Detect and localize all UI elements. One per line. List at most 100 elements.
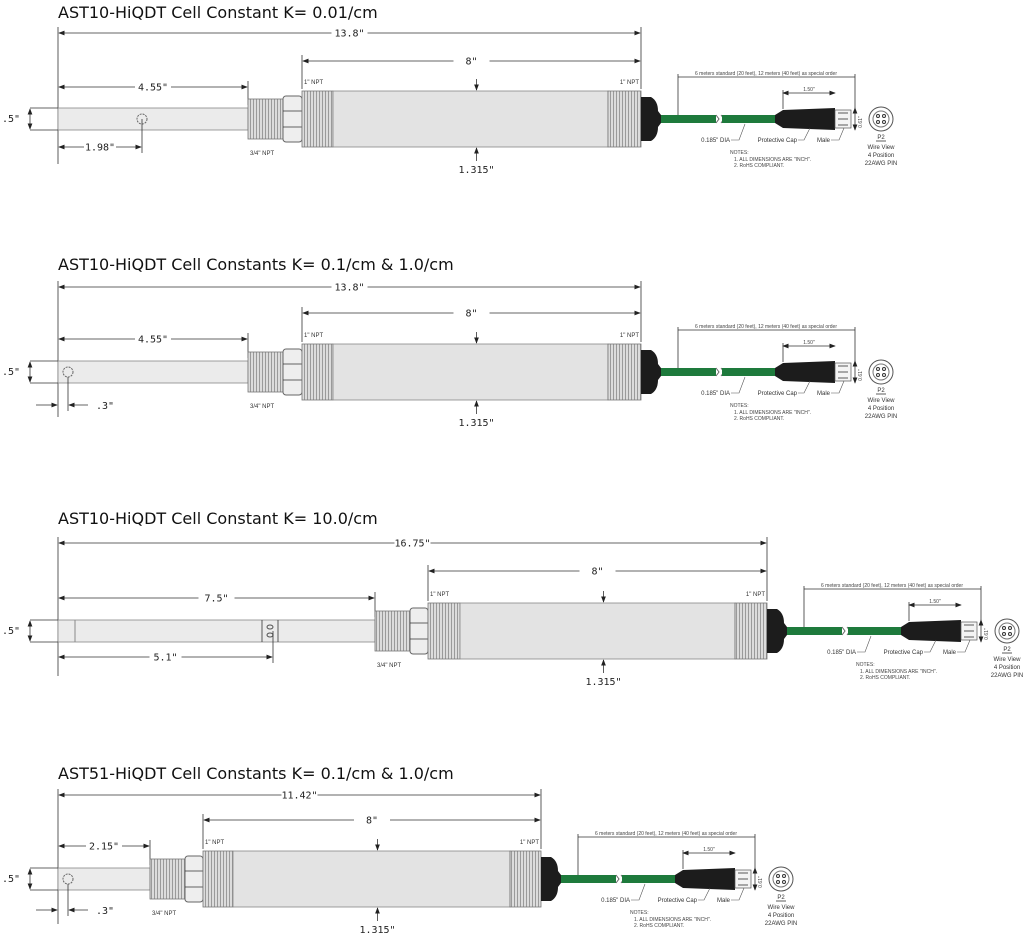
cable-break-icon <box>615 874 620 884</box>
note-item: 1. ALL DIMENSIONS ARE "INCH". <box>734 410 811 416</box>
connector-dia-label: 0.61" <box>758 876 764 888</box>
thread-label-front: 1" NPT <box>304 333 323 339</box>
connector-pin <box>876 114 880 118</box>
thread-front <box>427 602 461 660</box>
pin-label: 22AWG PIN <box>765 921 797 927</box>
cable <box>722 115 777 123</box>
wire-view-label: Wire View <box>994 657 1022 663</box>
sensor-diagram: AST10-HiQDT Cell Constant K= 0.01/cm 13.8… <box>2 3 897 176</box>
hole-dim-label: 1.98" <box>85 143 115 154</box>
label-bg <box>86 840 122 852</box>
body-length-dim-label: 8" <box>591 567 603 578</box>
protective-cap <box>775 361 835 383</box>
body-dia-label: 1.315" <box>458 165 494 176</box>
wire-view-label: Wire View <box>768 905 796 911</box>
cable-length-note: 6 meters standard (20 feet), 12 meters (… <box>695 71 837 77</box>
cable-break-icon <box>715 367 720 377</box>
probe-length-dim-label: 4.55" <box>138 335 168 346</box>
p2-label: P2 <box>877 135 885 141</box>
leader <box>798 380 811 394</box>
connector-pin <box>876 367 880 371</box>
p2-label: P2 <box>1003 647 1011 653</box>
hex-nut <box>282 348 303 396</box>
vent-hole <box>266 624 274 630</box>
label-bg <box>135 333 171 345</box>
thread-front <box>202 850 234 908</box>
cable <box>661 368 716 376</box>
connector-pin <box>1008 626 1012 630</box>
fitting-label: 3/4" NPT <box>250 404 274 410</box>
sensor-diagram: AST10-HiQDT Cell Constant K= 10.0/cm16.7… <box>2 509 1023 688</box>
protective-cap-label: Protective Cap <box>884 650 924 656</box>
thread-rear <box>509 850 542 908</box>
male-label: Male <box>943 650 957 656</box>
leader <box>731 887 745 901</box>
probe-dia-label: .5" <box>2 874 20 885</box>
connector-pin <box>782 880 786 884</box>
probe-dia-label: .5" <box>2 626 20 637</box>
connector-pin <box>782 874 786 878</box>
label-bg <box>281 789 318 801</box>
probe-length-dim-label: 7.5" <box>204 594 228 605</box>
thread-label-rear: 1" NPT <box>520 840 539 846</box>
leader <box>731 123 746 141</box>
label-bg <box>354 814 390 826</box>
fitting-label: 3/4" NPT <box>152 911 176 917</box>
connector-pin <box>1002 632 1006 636</box>
fitting-thread <box>374 610 411 652</box>
label-bg <box>135 81 171 93</box>
note-item: 2. RoHS COMPLIANT. <box>634 923 684 929</box>
pin-label: 22AWG PIN <box>865 161 897 167</box>
probe-rod <box>57 867 151 891</box>
connector-face-inner <box>772 870 790 888</box>
connector-dia-label: 0.61" <box>858 369 864 381</box>
connector-pin <box>876 120 880 124</box>
fitting-thread <box>247 351 284 393</box>
thread-rear <box>607 343 642 401</box>
thread-front <box>301 90 334 148</box>
hole-dim-label: .3" <box>96 906 114 917</box>
connector-dia-label: 0.61" <box>984 628 990 640</box>
connector-pin <box>1008 632 1012 636</box>
leader <box>698 887 711 901</box>
sensor-body <box>332 90 609 148</box>
cable-length-note: 6 meters standard (20 feet), 12 meters (… <box>821 583 963 589</box>
leader <box>857 635 872 653</box>
p2-label: P2 <box>777 895 785 901</box>
connector-dia-label: 0.61" <box>858 116 864 128</box>
sensor-body <box>332 343 609 401</box>
hex-nut <box>409 607 429 655</box>
connector-pin <box>876 373 880 377</box>
cable-length-note: 6 meters standard (20 feet), 12 meters (… <box>595 831 737 837</box>
protective-cap <box>775 108 835 130</box>
hex-nut <box>282 95 303 143</box>
probe-length-dim-label: 4.55" <box>138 83 168 94</box>
protective-cap <box>675 868 735 890</box>
body-length-dim-label: 8" <box>366 816 378 827</box>
protective-cap-label: Protective Cap <box>758 391 798 397</box>
overall-length-dim-label: 13.8" <box>334 29 364 40</box>
note-item: 1. ALL DIMENSIONS ARE "INCH". <box>734 157 811 163</box>
probe-rod <box>57 360 249 384</box>
label-bg <box>579 565 616 577</box>
thread-rear <box>734 602 768 660</box>
body-dia-label: 1.315" <box>585 677 621 688</box>
probe-rod <box>57 107 249 131</box>
leader <box>924 639 937 653</box>
connector-pin <box>776 880 780 884</box>
label-bg <box>198 592 235 604</box>
cable-gland <box>767 609 787 653</box>
probe-length-dim-label: 2.15" <box>89 842 119 853</box>
connector-face-inner <box>998 622 1016 640</box>
cable <box>722 368 777 376</box>
cable-length-note: 6 meters standard (20 feet), 12 meters (… <box>695 324 837 330</box>
body-dia-label: 1.315" <box>458 418 494 429</box>
label-bg <box>394 537 431 549</box>
cable-dia-label: 0.185" DIA <box>827 650 856 656</box>
probe-dia-label: .5" <box>2 114 20 125</box>
sensor-body <box>232 850 511 908</box>
overall-length-dim-label: 13.8" <box>334 283 364 294</box>
cap-length-label: 1.50" <box>803 340 815 346</box>
diagram-title: AST10-HiQDT Cell Constant K= 0.01/cm <box>58 3 378 22</box>
note-item: 1. ALL DIMENSIONS ARE "INCH". <box>860 669 937 675</box>
